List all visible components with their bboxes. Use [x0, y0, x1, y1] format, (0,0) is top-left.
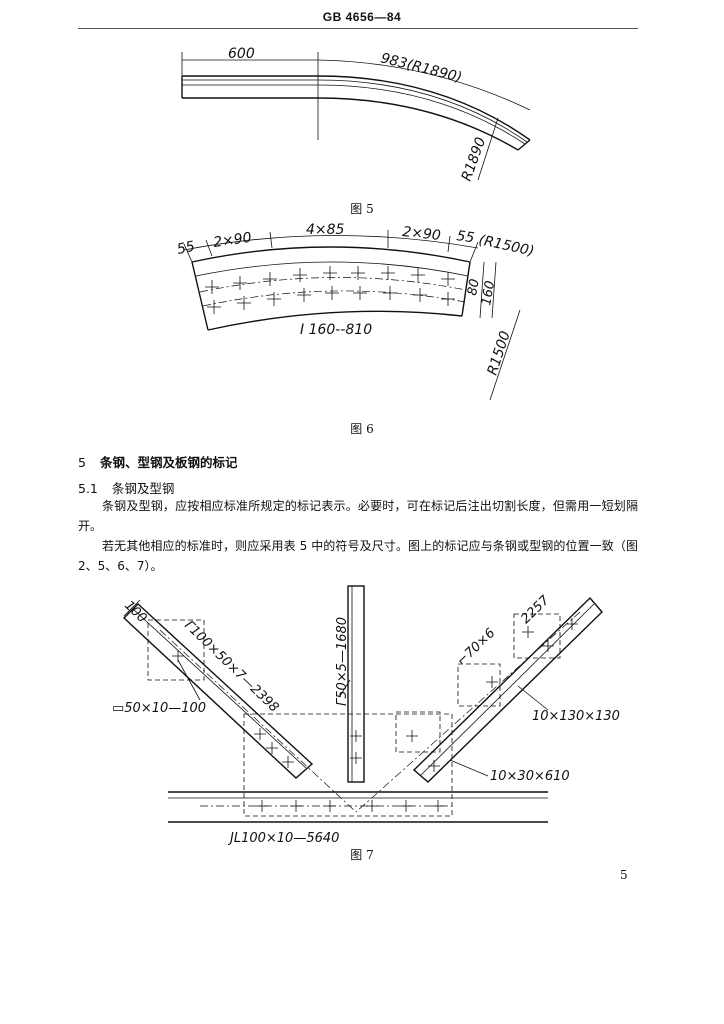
fig7-label-left-plate: ▭50×10—100 [112, 701, 206, 716]
figure-5-drawing: 600 983(R1890) R1890 [181, 46, 531, 183]
fig7-label-right-plate2: 10×30×610 [490, 769, 570, 784]
fig6-label: I 160--810 [300, 322, 372, 338]
header-rule [78, 28, 638, 29]
section-5-number: 5 [78, 455, 86, 470]
fig6-rivet-marks [205, 266, 455, 314]
fig7-vertical-rivets [350, 730, 362, 764]
fig5-dim-straight: 600 [228, 46, 255, 62]
section-5-title: 条钢、型钢及板钢的标记 [99, 455, 238, 470]
fig7-left-rivets [172, 650, 294, 768]
page-number: 5 [620, 868, 628, 882]
fig6-dim-height-inner: 80 [465, 278, 483, 297]
figure-5-caption: 图 5 [350, 202, 374, 216]
fig6-dim-group-right: 2×90 [402, 224, 442, 244]
paragraph-2: 若无其他相应的标准时，则应采用表 5 中的符号及尺寸。图上的标记应与条钢或型钢的… [78, 539, 638, 573]
fig7-chord-rivets [256, 800, 444, 812]
fig7-label-right-member: ⌐70×6 [454, 626, 498, 669]
standard-code: GB 4656—84 [322, 10, 402, 24]
subsection-title: 条钢及型钢 [111, 481, 175, 496]
fig7-label-right-len: 2257 [518, 593, 553, 627]
fig6-dim-height-total: 160 [479, 280, 498, 307]
fig7-label-right-plate1: 10×130×130 [532, 709, 620, 724]
fig6-dim-middle: 4×85 [306, 222, 345, 238]
fig6-dim-end-right: 55 [455, 228, 475, 246]
subsection-5-1-heading: 5.1 条钢及型钢 [78, 478, 174, 497]
fig7-label-vertical: Γ50×5—1680 [335, 617, 350, 706]
fig7-label-bottom: JL100×10—5640 [227, 831, 339, 846]
fig7-label-left-end: 100 [121, 598, 149, 626]
section-5-heading: 5 条钢、型钢及板钢的标记 [78, 452, 237, 471]
paragraph-1: 条钢及型钢，应按相应标准所规定的标记表示。必要时，可在标记后注出切割长度，但需用… [78, 499, 638, 533]
figure-7-drawing: 100 Γ100×50×7—2398 ▭50×10—100 Γ50×5—1680… [112, 585, 620, 846]
subsection-number: 5.1 [78, 481, 98, 496]
fig6-dim-end-left: 55 [176, 239, 197, 258]
fig5-dim-arc: 983(R1890) [379, 50, 463, 86]
fig6-dim-radius: R1500 [485, 329, 514, 377]
figure-6-caption: 图 6 [350, 422, 374, 436]
fig6-dim-arc-radius: (R1500) [477, 232, 535, 259]
fig6-dim-group-left: 2×90 [212, 230, 252, 251]
figure-6-drawing: 55 2×90 4×85 2×90 55 (R1500) 80 160 R150… [176, 222, 536, 401]
figure-7-caption: 图 7 [350, 848, 374, 862]
fig7-right-rivets [406, 618, 578, 772]
